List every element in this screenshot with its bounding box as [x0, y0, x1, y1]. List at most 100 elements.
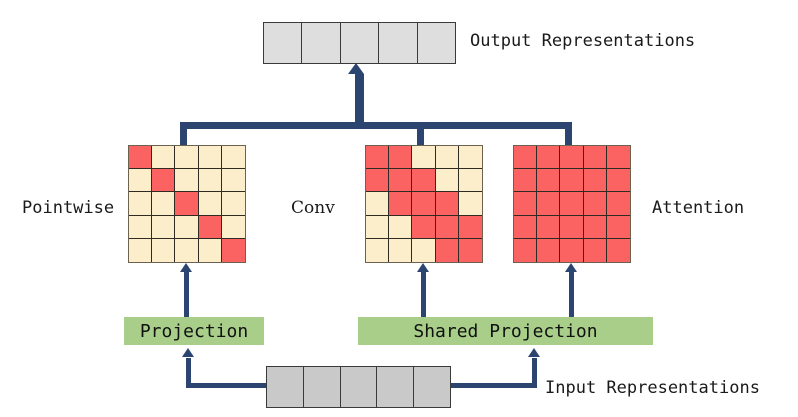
matrix-cell-attention-4-4 — [606, 238, 630, 262]
matrix-cell-attention-4-0 — [514, 238, 538, 262]
matrix-cell-attention-4-1 — [537, 238, 561, 262]
input-token-cell — [304, 367, 341, 407]
matrix-cell-attention-1-1 — [537, 169, 561, 193]
matrix-cell-conv-2-4 — [458, 192, 482, 216]
matrix-cell-conv-3-2 — [412, 215, 436, 239]
shared-projection-to-attention-arrow — [565, 263, 577, 272]
matrix-cell-conv-0-0 — [366, 146, 390, 170]
output-representations-strip — [263, 22, 456, 64]
matrix-cell-conv-1-1 — [389, 169, 413, 193]
input-token-cell — [267, 367, 304, 407]
output-token-cell — [264, 23, 303, 63]
matrix-cell-attention-3-4 — [606, 215, 630, 239]
matrix-cell-attention-0-0 — [514, 146, 538, 170]
matrix-cell-pointwise-2-0 — [129, 192, 153, 216]
matrix-cell-attention-1-3 — [583, 169, 607, 193]
matrix-cell-pointwise-4-0 — [129, 238, 153, 262]
matrix-cell-pointwise-2-3 — [198, 192, 222, 216]
input-representations-label: Input Representations — [545, 378, 760, 398]
matrix-cell-pointwise-1-0 — [129, 169, 153, 193]
matrix-cell-pointwise-3-3 — [198, 215, 222, 239]
matrix-cell-attention-0-1 — [537, 146, 561, 170]
input-token-cell — [377, 367, 415, 407]
matrix-cell-conv-4-1 — [389, 238, 413, 262]
matrix-cell-pointwise-3-0 — [129, 215, 153, 239]
input-to-projection-vertical — [186, 358, 191, 388]
top-bracket-drop-conv — [417, 122, 424, 146]
output-token-cell — [379, 23, 418, 63]
matrix-cell-pointwise-3-1 — [152, 215, 176, 239]
output-token-cell — [302, 23, 341, 63]
matrix-cell-pointwise-4-3 — [198, 238, 222, 262]
shared-projection-to-attention-line — [569, 272, 574, 318]
matrix-cell-pointwise-4-2 — [175, 238, 199, 262]
label-conv: Conv — [291, 198, 335, 218]
matrix-cell-pointwise-4-1 — [152, 238, 176, 262]
matrix-cell-conv-2-3 — [435, 192, 459, 216]
matrix-cell-pointwise-3-2 — [175, 215, 199, 239]
matrix-cell-conv-3-3 — [435, 215, 459, 239]
top-bracket-drop-pointwise — [180, 122, 187, 146]
matrix-cell-attention-1-0 — [514, 169, 538, 193]
input-to-shared-projection-horizontal — [450, 383, 537, 388]
matrix-cell-pointwise-0-4 — [221, 146, 245, 170]
matrix-cell-attention-2-0 — [514, 192, 538, 216]
matrix-cell-conv-4-2 — [412, 238, 436, 262]
output-token-cell — [418, 23, 455, 63]
input-token-cell — [414, 367, 450, 407]
matrix-cell-pointwise-4-4 — [221, 238, 245, 262]
matrix-cell-attention-3-1 — [537, 215, 561, 239]
top-bracket-horizontal — [180, 122, 572, 129]
matrix-cell-attention-0-3 — [583, 146, 607, 170]
matrix-cell-attention-2-3 — [583, 192, 607, 216]
matrix-cell-conv-0-1 — [389, 146, 413, 170]
projection-to-pointwise-line — [184, 272, 189, 318]
matrix-cell-attention-3-0 — [514, 215, 538, 239]
matrix-cell-attention-3-2 — [560, 215, 584, 239]
input-to-projection-arrow — [182, 348, 194, 357]
matrix-cell-attention-0-2 — [560, 146, 584, 170]
label-pointwise: Pointwise — [22, 198, 115, 218]
input-token-cell — [341, 367, 378, 407]
matrix-cell-attention-1-4 — [606, 169, 630, 193]
matrix-cell-pointwise-1-4 — [221, 169, 245, 193]
matrix-cell-conv-1-0 — [366, 169, 390, 193]
shared-projection-to-conv-line — [421, 272, 426, 318]
matrix-conv — [365, 145, 483, 263]
matrix-cell-conv-0-2 — [412, 146, 436, 170]
matrix-cell-pointwise-2-1 — [152, 192, 176, 216]
bracket-to-output-line — [355, 74, 364, 126]
matrix-cell-pointwise-0-3 — [198, 146, 222, 170]
input-representations-strip — [266, 366, 451, 408]
matrix-pointwise — [128, 145, 246, 263]
input-to-projection-horizontal — [186, 383, 268, 388]
output-token-cell — [341, 23, 380, 63]
projection-box[interactable]: Projection — [124, 317, 264, 345]
matrix-cell-pointwise-1-1 — [152, 169, 176, 193]
bracket-to-output-arrow — [348, 63, 364, 74]
matrix-cell-conv-4-4 — [458, 238, 482, 262]
matrix-cell-attention-3-3 — [583, 215, 607, 239]
matrix-cell-conv-3-4 — [458, 215, 482, 239]
input-to-shared-projection-arrow — [528, 348, 540, 357]
matrix-cell-pointwise-0-2 — [175, 146, 199, 170]
matrix-cell-pointwise-2-2 — [175, 192, 199, 216]
matrix-cell-conv-3-0 — [366, 215, 390, 239]
matrix-cell-pointwise-1-3 — [198, 169, 222, 193]
matrix-cell-conv-4-3 — [435, 238, 459, 262]
matrix-cell-attention-2-1 — [537, 192, 561, 216]
matrix-cell-conv-2-2 — [412, 192, 436, 216]
matrix-cell-attention-2-2 — [560, 192, 584, 216]
matrix-cell-conv-0-3 — [435, 146, 459, 170]
shared-projection-box[interactable]: Shared Projection — [358, 317, 653, 345]
input-to-shared-projection-vertical — [532, 358, 537, 388]
matrix-cell-conv-1-4 — [458, 169, 482, 193]
label-attention: Attention — [652, 198, 745, 218]
matrix-cell-attention-1-2 — [560, 169, 584, 193]
matrix-cell-conv-3-1 — [389, 215, 413, 239]
matrix-cell-pointwise-0-0 — [129, 146, 153, 170]
matrix-cell-conv-1-2 — [412, 169, 436, 193]
top-bracket-drop-attention — [565, 122, 572, 146]
matrix-cell-pointwise-2-4 — [221, 192, 245, 216]
